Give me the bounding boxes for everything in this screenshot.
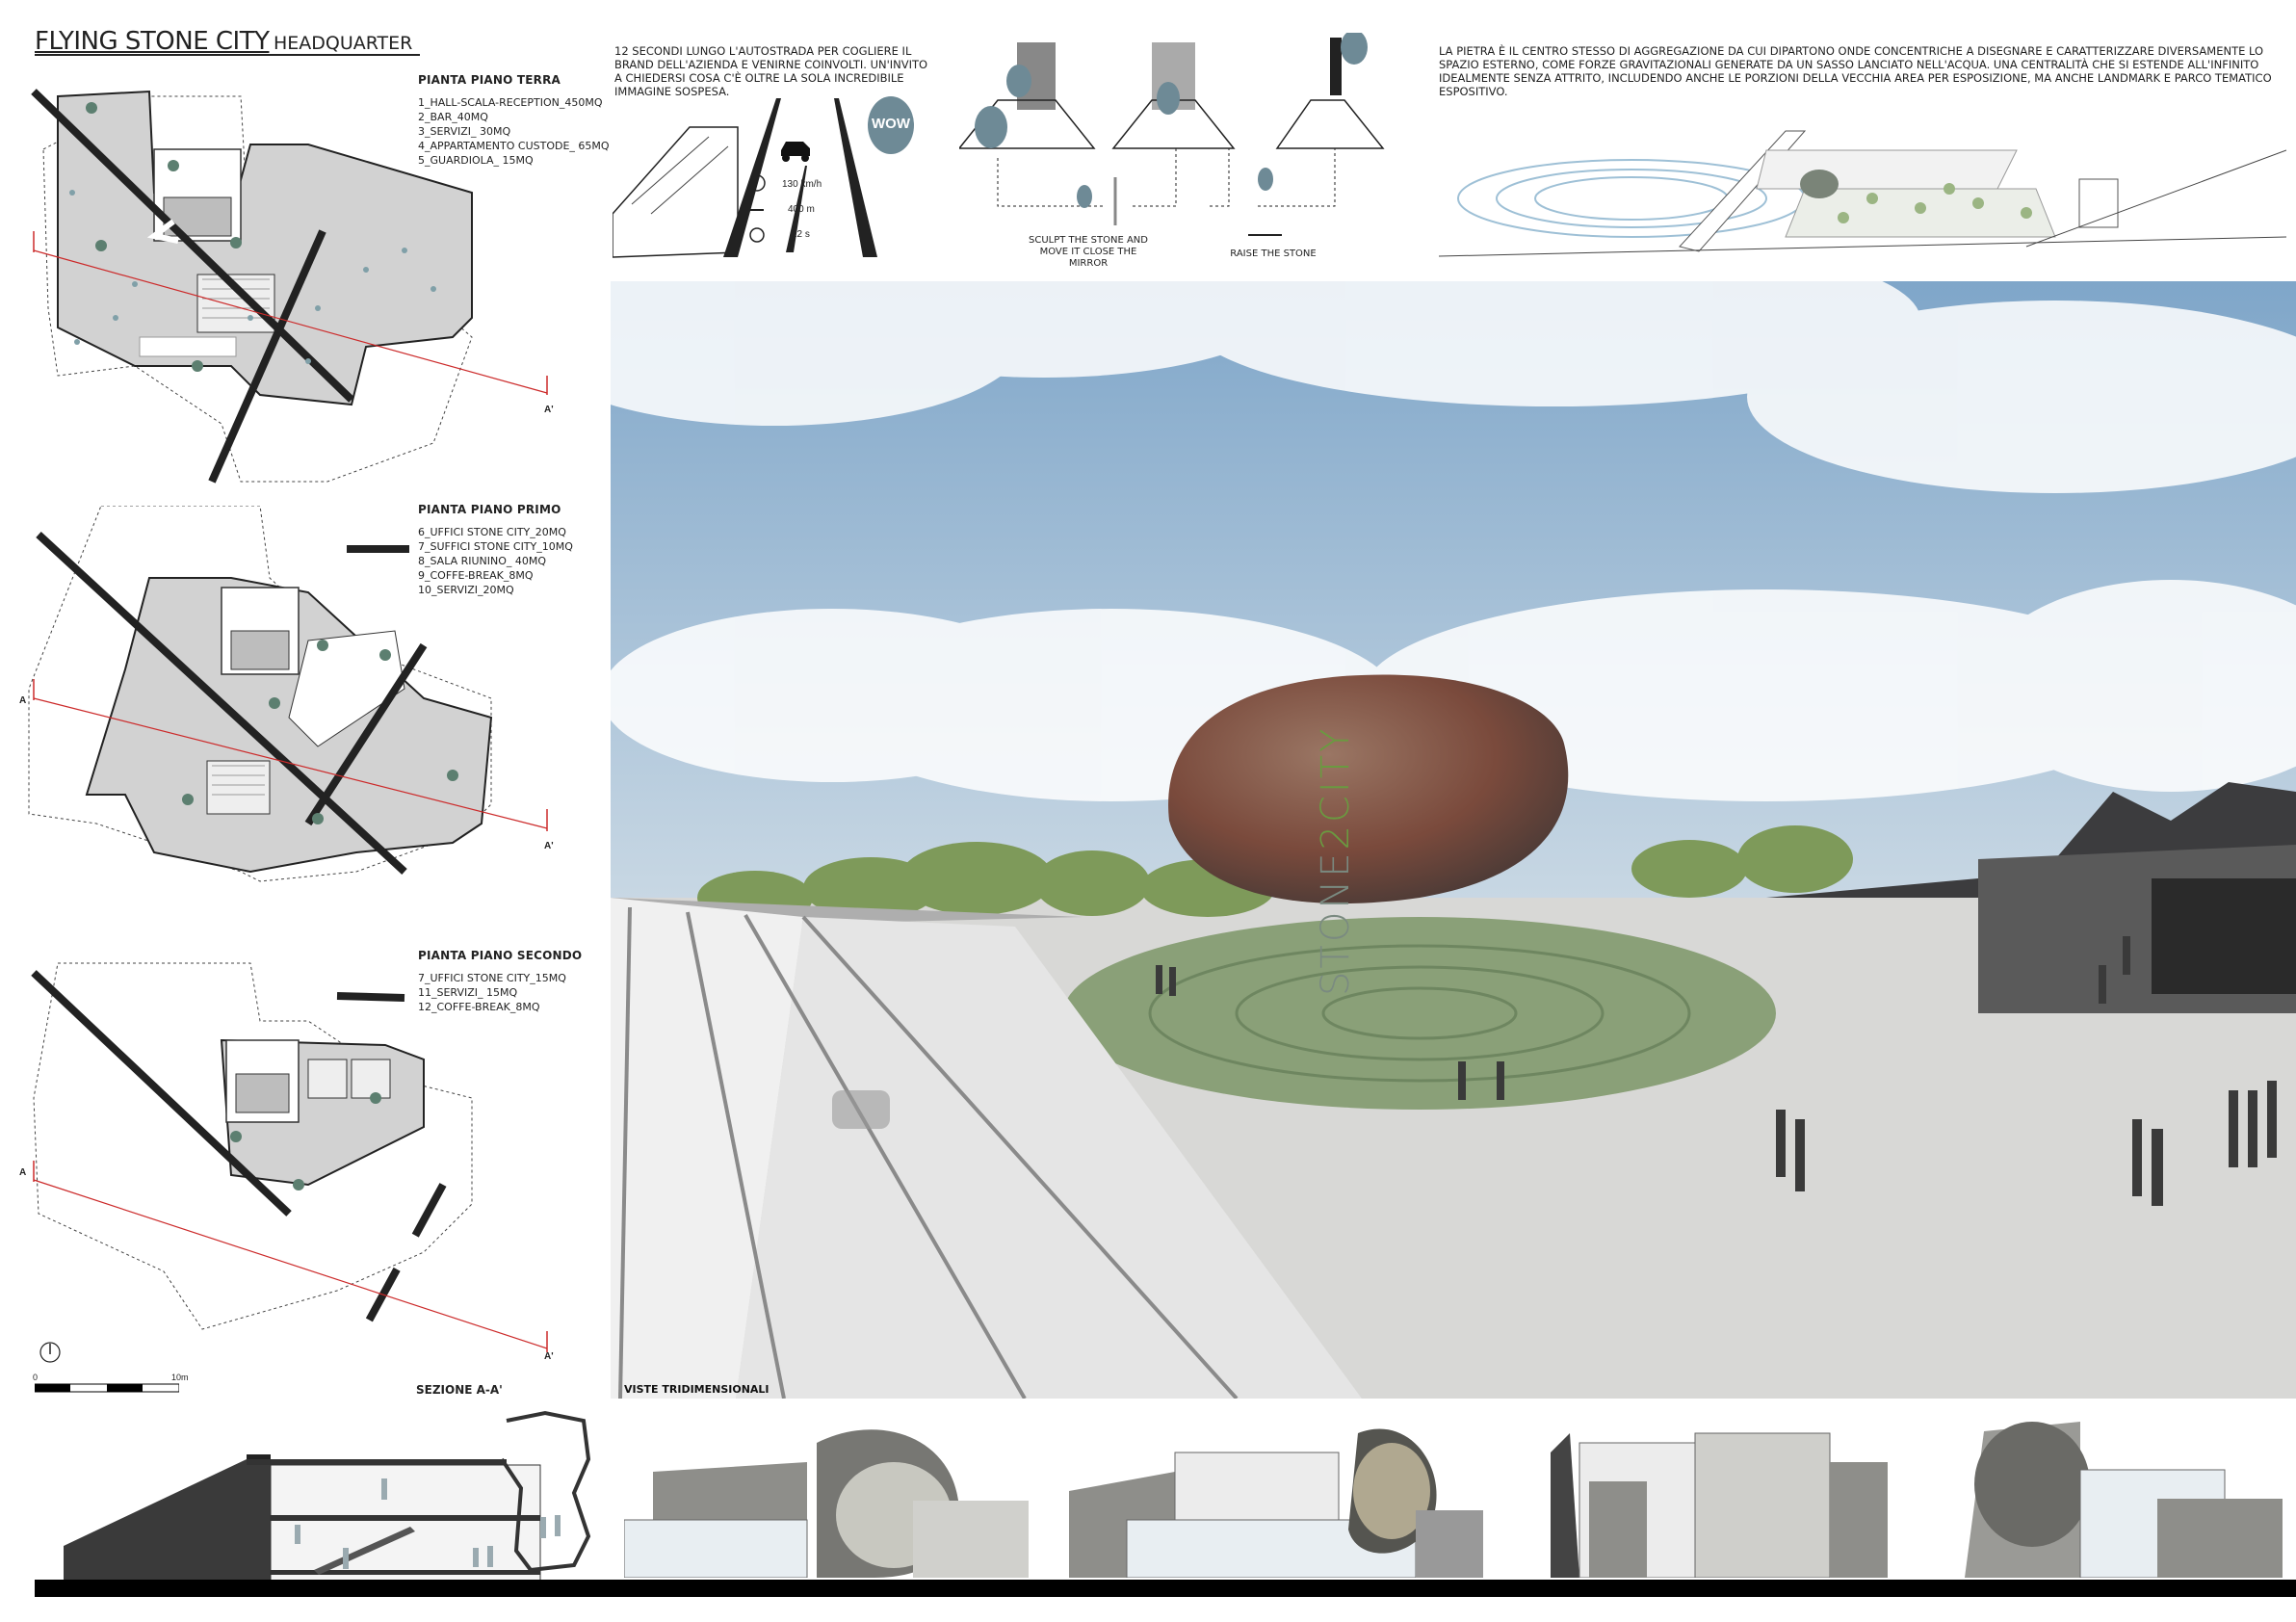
legend-item: 7_UFFICI STONE CITY_15MQ: [418, 972, 566, 984]
legend-item: 10_SERVIZI_20MQ: [418, 584, 514, 596]
legend-item: 9_COFFE-BREAK_8MQ: [418, 569, 534, 582]
ground-floor-legend: PIANTA PIANO TERRA 1_HALL-SCALA-RECEPTIO…: [418, 73, 611, 168]
legend-item: 4_APPARTAMENTO CUSTODE_ 65MQ: [418, 140, 610, 152]
caption-raise: RAISE THE STONE: [1230, 249, 1317, 259]
ground-floor-heading: PIANTA PIANO TERRA: [418, 73, 561, 87]
highway-text: 12 SECONDI LUNGO L'AUTOSTRADA PER COGLIE…: [614, 44, 928, 98]
main-render: [611, 281, 2296, 1399]
ground-floor-plan: [31, 89, 548, 484]
first-floor-heading: PIANTA PIANO PRIMO: [418, 503, 561, 516]
section-marker-plan2: A': [544, 841, 554, 851]
section-marker-plan2-left: A: [19, 695, 27, 706]
site-sketch: [1439, 130, 2286, 257]
section-marker-plan3: A': [544, 1351, 554, 1362]
legend-item: 3_SERVIZI_ 30MQ: [418, 125, 511, 138]
elevation-1: [624, 1429, 1029, 1578]
section-label: SEZIONE A-A': [416, 1383, 503, 1397]
elevation-2: [1069, 1428, 1483, 1578]
bottom-rule: [35, 1580, 2296, 1597]
concept-diagram-1: [959, 33, 1385, 236]
first-floor-plan: [28, 506, 548, 882]
section-marker-plan3-left: A: [19, 1167, 27, 1178]
distance-stat: 400 m: [788, 204, 815, 215]
section-marker-plan1: A': [544, 405, 554, 415]
scale-end: 10m: [171, 1373, 189, 1382]
elevation-3: [1551, 1432, 1888, 1578]
render-label: VISTE TRIDIMENSIONALI: [624, 1383, 770, 1396]
title-sub: HEADQUARTER: [273, 33, 413, 54]
highway-diagram: [613, 98, 877, 258]
north-arrow-icon: [39, 1342, 61, 1363]
time-stat: 12 s: [792, 229, 810, 240]
page-title: FLYING STONE CITY HEADQUARTER: [35, 27, 420, 56]
second-floor-heading: PIANTA PIANO SECONDO: [418, 949, 583, 962]
second-floor-plan: [31, 962, 548, 1352]
concept-text: LA PIETRA È IL CENTRO STESSO DI AGGREGAZ…: [1439, 44, 2272, 98]
elevation-4: [1965, 1422, 2283, 1578]
stone-city-logo: STONE2CITY: [1314, 668, 1358, 996]
scale-zero: 0: [33, 1373, 39, 1382]
legend-item: 6_UFFICI STONE CITY_20MQ: [418, 526, 566, 538]
legend-item: 1_HALL-SCALA-RECEPTION_450MQ: [418, 96, 603, 109]
speed-stat: 130 km/h: [782, 179, 822, 190]
legend-item: 7_SUFFICI STONE CITY_10MQ: [418, 540, 573, 553]
first-floor-legend: PIANTA PIANO PRIMO 6_UFFICI STONE CITY_2…: [418, 503, 611, 597]
wow-label: WOW: [872, 116, 910, 132]
logo-mark: 2: [1314, 823, 1358, 850]
logo-city: CITY: [1314, 725, 1358, 824]
title-main: FLYING STONE CITY: [35, 27, 270, 56]
second-floor-legend: PIANTA PIANO SECONDO 7_UFFICI STONE CITY…: [418, 949, 611, 1014]
legend-item: 12_COFFE-BREAK_8MQ: [418, 1001, 540, 1013]
legend-item: 11_SERVIZI_ 15MQ: [418, 986, 518, 999]
legend-item: 2_BAR_40MQ: [418, 111, 488, 123]
wow-stone-icon: [868, 96, 914, 154]
section-drawing: [64, 1410, 591, 1584]
logo-stone: STONE: [1314, 850, 1358, 996]
legend-item: 5_GUARDIOLA_ 15MQ: [418, 154, 534, 167]
scale-bar: [35, 1383, 179, 1393]
caption-sculpt: SCULPT THE STONE AND MOVE IT CLOSE THE M…: [1029, 235, 1148, 269]
legend-item: 8_SALA RIUNINO_ 40MQ: [418, 555, 547, 567]
